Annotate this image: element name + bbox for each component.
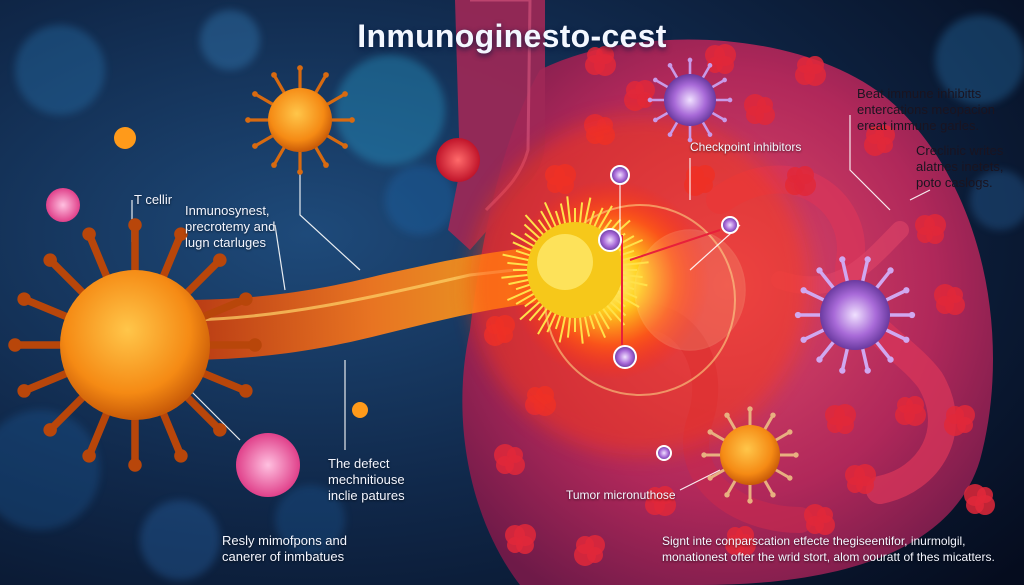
label-line: canerer of inmbatues	[222, 549, 345, 564]
orange-virus-bottom	[701, 406, 799, 504]
tumor-cell	[501, 196, 649, 344]
small-pink-cell	[46, 188, 80, 222]
t-cell	[8, 218, 262, 472]
label-line: The defect	[328, 456, 390, 471]
marker-cells	[598, 165, 739, 461]
immune-cells	[8, 57, 916, 504]
label-line: precrotemy and	[185, 219, 276, 234]
label-line: lugn ctarluges	[185, 235, 266, 250]
purple-virus-right	[794, 256, 916, 374]
label-line: monationest ofter the wrid stort, alom o…	[662, 550, 995, 564]
tumor-glow	[470, 115, 810, 455]
purple-virus-top	[647, 57, 733, 143]
label-tumor-microenvironment: Tumor micronuthose	[566, 488, 676, 502]
label-line: poto caslogs.	[916, 175, 993, 190]
label-line: Beat immune inhibitts	[857, 86, 982, 101]
label-line: Creclinic writes	[916, 143, 1004, 158]
arrow-lines	[621, 229, 721, 345]
background-cells	[0, 10, 1024, 580]
pink-cell	[236, 433, 300, 497]
label-line: Resly mimofpons and	[222, 533, 347, 548]
connector-lines	[131, 115, 931, 491]
small-orange-cell	[352, 402, 368, 418]
label-t-cell: T cellir	[134, 192, 173, 207]
label-line: Signt inte conparscation etfecte thegise…	[662, 534, 966, 548]
title: Inmunoginesto-cest	[357, 18, 667, 54]
small-orange-cell	[114, 127, 136, 149]
label-line: ereat immune garles.	[857, 118, 980, 133]
label-line: inclie patures	[328, 488, 405, 503]
orange-virus	[245, 65, 355, 175]
label-line: alatnes inetets,	[916, 159, 1004, 174]
energy-beam	[180, 245, 565, 360]
label-checkpoint-inhibitors: Checkpoint inhibitors	[690, 140, 802, 154]
label-line: Inmunosynest,	[185, 203, 270, 218]
label-line: mechnitiouse	[328, 472, 405, 487]
red-virus	[436, 138, 480, 182]
label-line: entercations meopacion	[857, 102, 996, 117]
